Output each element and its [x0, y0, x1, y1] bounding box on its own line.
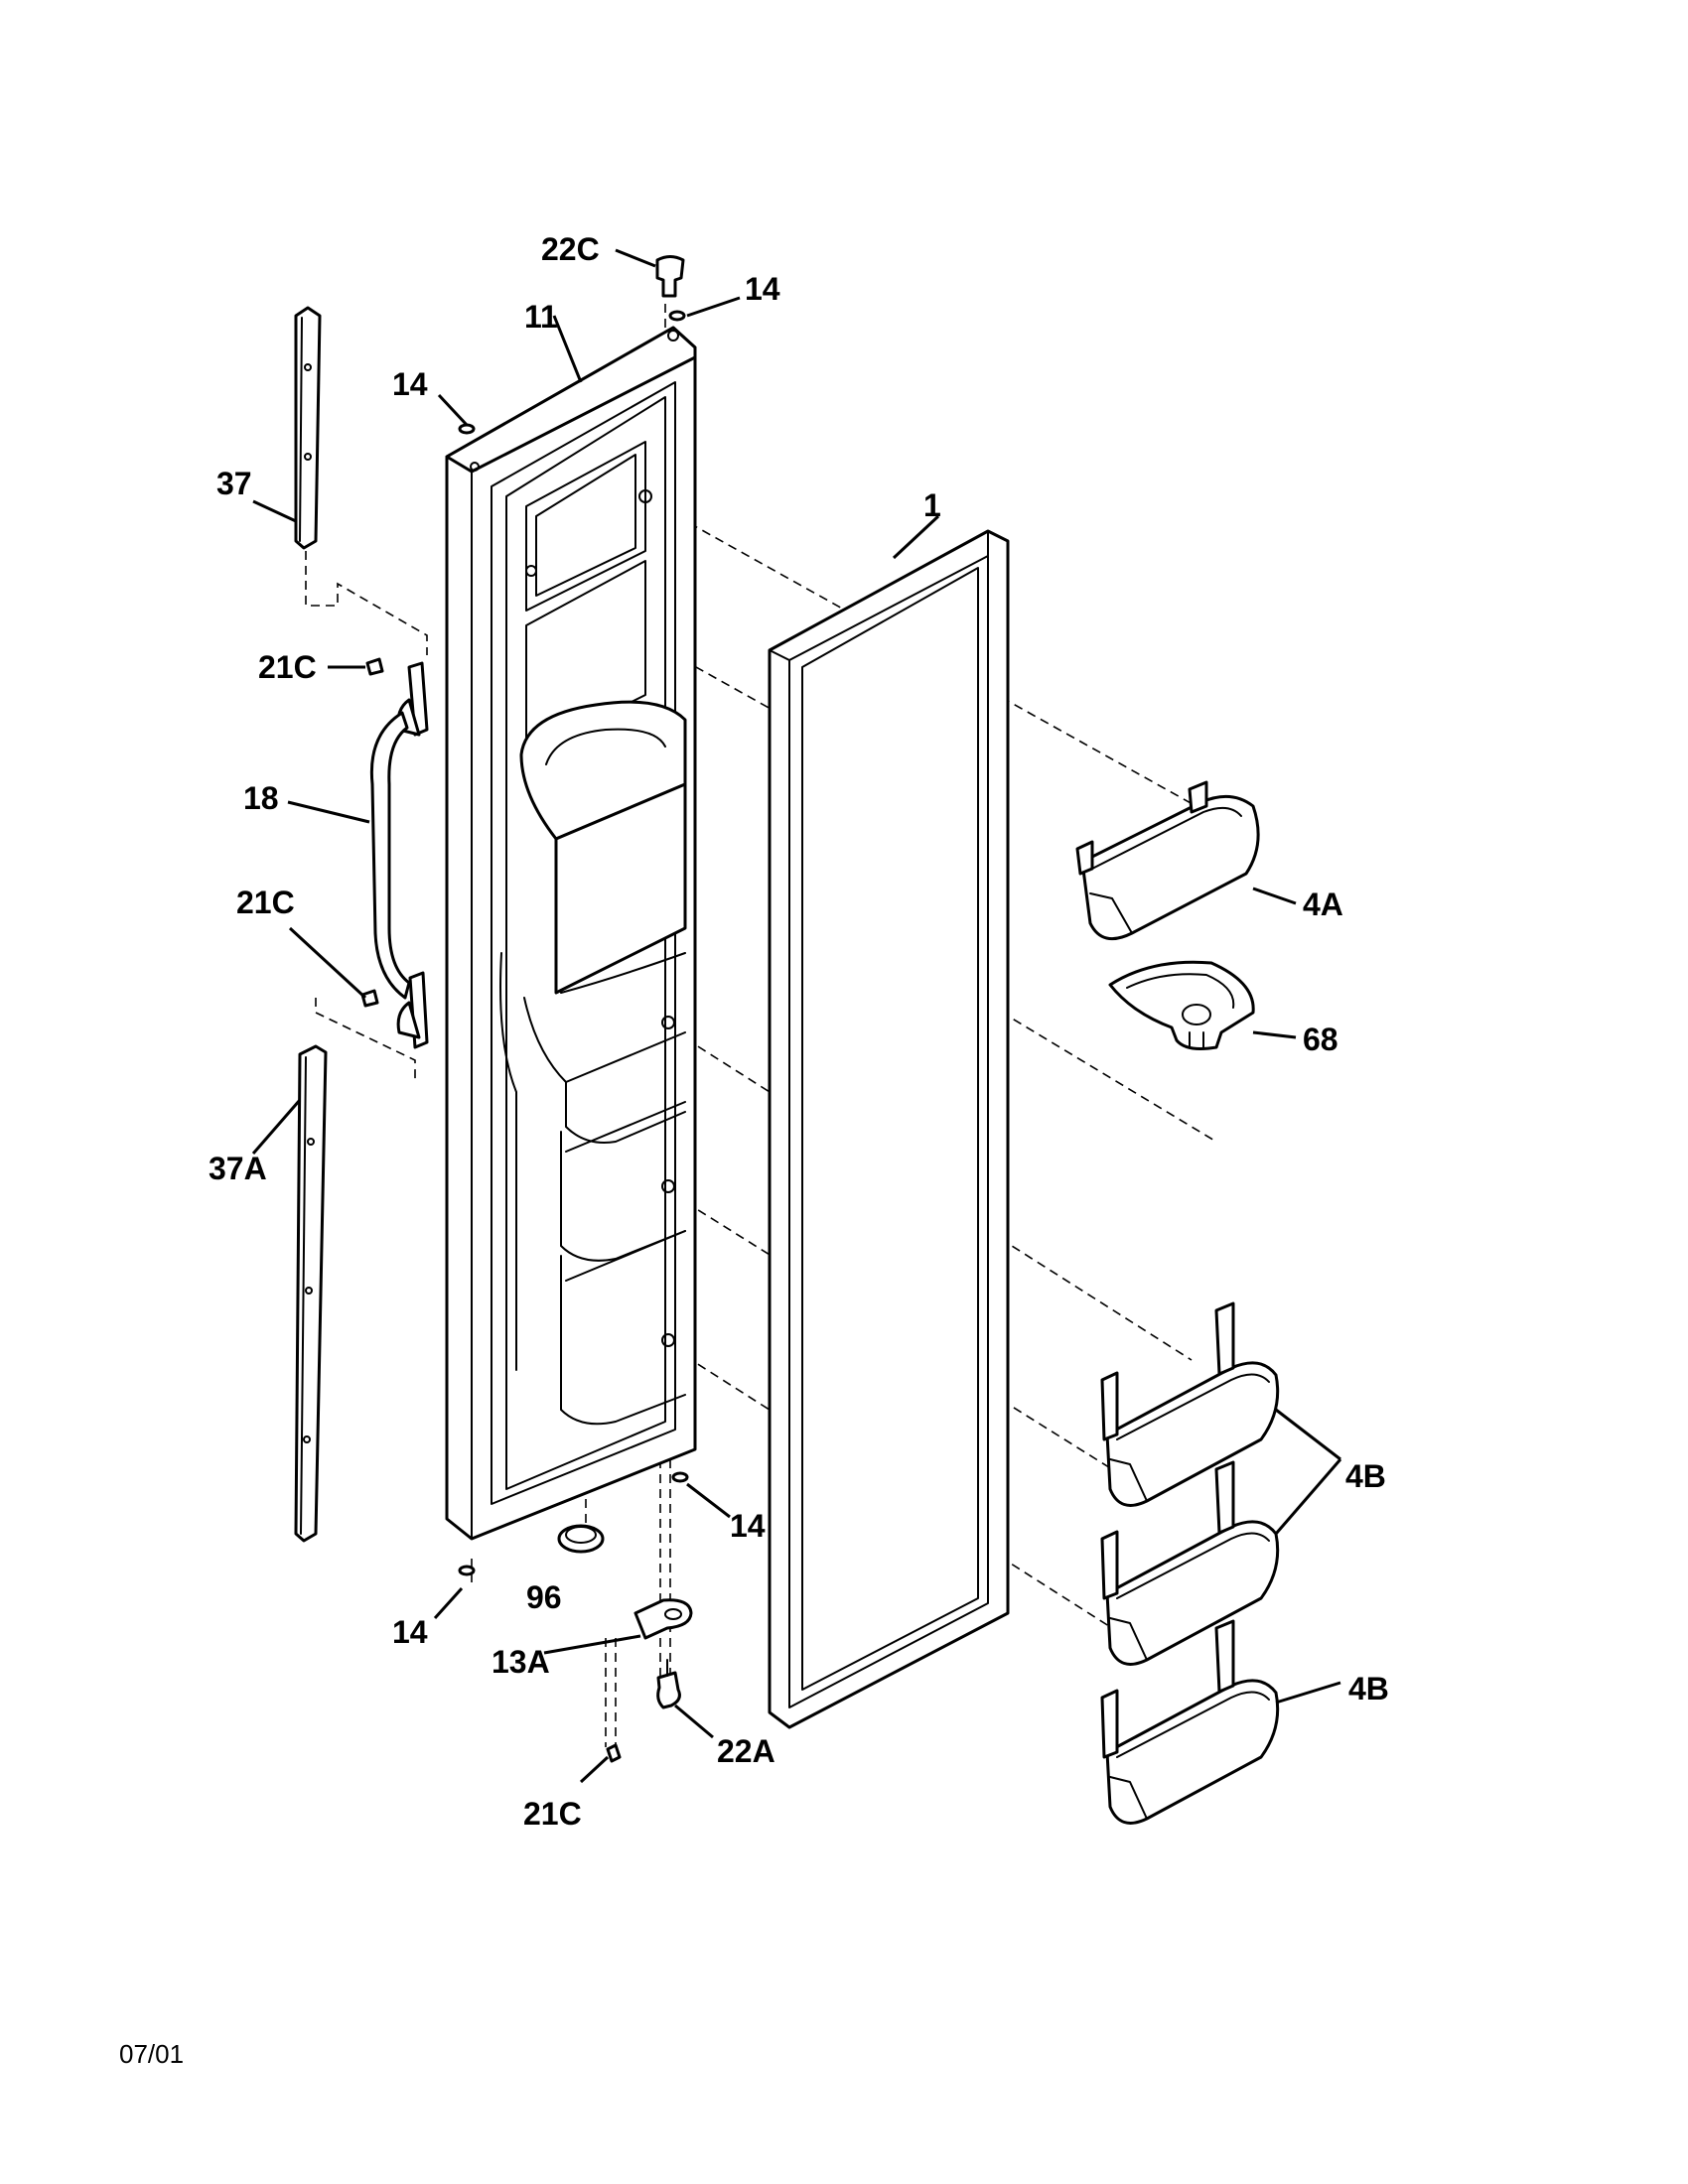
- callout-22c-top: 22C: [541, 231, 600, 267]
- callout-13a: 13A: [492, 1644, 550, 1680]
- callout-11: 11: [524, 299, 558, 335]
- callout-labels: 22C 14 11 14 37 1 21C 18 4A 21C 68 37A 4…: [209, 231, 1389, 1832]
- plug-96: [557, 1524, 605, 1554]
- door-liner-part-11: [445, 326, 697, 1541]
- top-pivot-pin-22c: [655, 255, 685, 298]
- callout-96: 96: [526, 1579, 562, 1615]
- callout-14-bottom-left: 14: [392, 1614, 428, 1650]
- screw-21c-bottom: [606, 1743, 622, 1763]
- callout-37a: 37A: [209, 1151, 267, 1186]
- leader-lines: [251, 248, 1342, 1784]
- washer-14-bottom-right: [671, 1471, 689, 1483]
- hinge-bracket-13a: [633, 1598, 693, 1640]
- washer-14-bottom-left: [458, 1565, 476, 1576]
- callout-4b-pair: 4B: [1345, 1458, 1386, 1494]
- funnel-part-68: [1108, 960, 1255, 1050]
- callout-21c-upper: 21C: [258, 649, 317, 685]
- upper-trim-part-37: [294, 306, 322, 550]
- callout-21c-middle: 21C: [236, 885, 295, 920]
- door-gasket-part-1: [768, 529, 1010, 1729]
- washer-14-top-left: [458, 423, 476, 435]
- callout-18: 18: [243, 780, 279, 816]
- date-code: 07/01: [119, 2039, 184, 2069]
- callout-1: 1: [923, 487, 941, 523]
- lower-trim-part-37a: [294, 1044, 328, 1543]
- door-bin-part-4b-middle: [1100, 1301, 1280, 1507]
- callout-14-top-right: 14: [745, 271, 780, 307]
- callout-68: 68: [1303, 1022, 1338, 1057]
- handle-part-18: [360, 657, 429, 1049]
- callout-14-bottom-right: 14: [730, 1508, 766, 1544]
- callout-4b-single: 4B: [1348, 1671, 1389, 1706]
- callout-4a: 4A: [1303, 887, 1343, 922]
- bottom-pivot-22a: [656, 1671, 681, 1709]
- callout-37: 37: [216, 466, 252, 501]
- callout-21c-bottom: 21C: [523, 1796, 582, 1832]
- washer-14-top-right: [668, 310, 686, 322]
- door-bin-part-4b-bottom: [1100, 1619, 1280, 1825]
- callout-14-top-left: 14: [392, 366, 428, 402]
- callout-22a: 22A: [717, 1733, 775, 1769]
- hardware-parts: [458, 255, 693, 1763]
- door-bin-part-4a: [1075, 780, 1260, 941]
- door-bin-part-4b-lower: [1100, 1460, 1280, 1666]
